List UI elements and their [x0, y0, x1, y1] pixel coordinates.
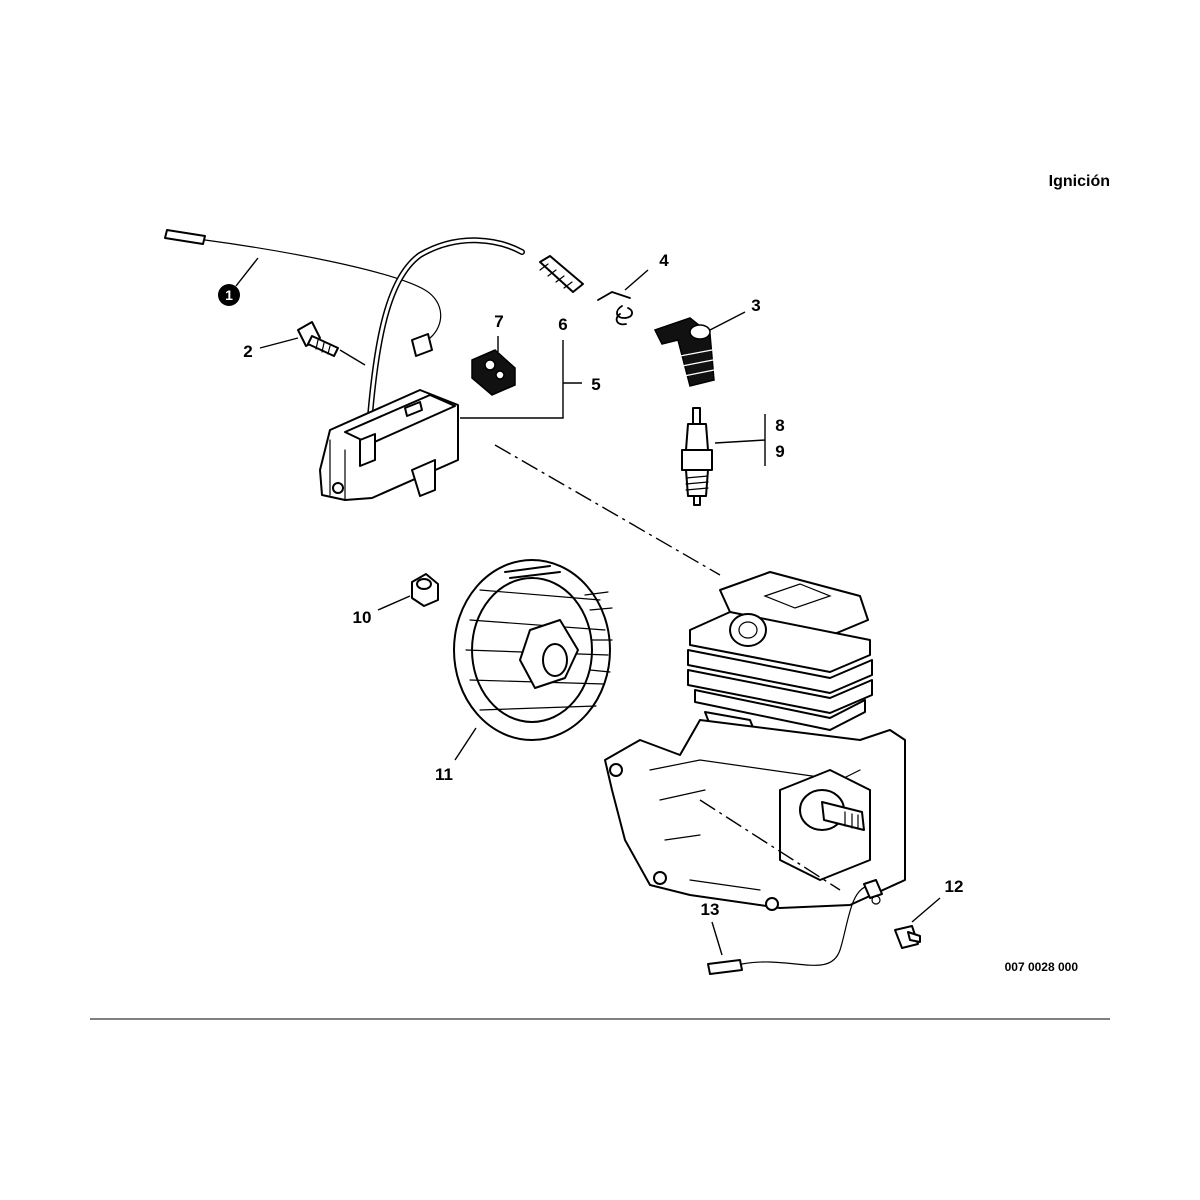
- diagram-code: 007 0028 000: [1005, 960, 1079, 974]
- leader-8-9: [714, 414, 766, 466]
- screw-part-2: [297, 321, 339, 357]
- sleeve-part-6: [539, 255, 584, 293]
- svg-text:1: 1: [225, 287, 233, 303]
- engine-block: [604, 571, 906, 911]
- callout-5: 5: [591, 375, 600, 394]
- callout-10: 10: [353, 608, 372, 627]
- wire-part-13: [707, 879, 883, 975]
- spring-part-4: [597, 291, 633, 326]
- section-title: Ignición: [1049, 173, 1110, 190]
- grommet-part-7: [471, 349, 516, 396]
- leader-1: [235, 257, 259, 287]
- leader-12: [911, 897, 941, 923]
- callout-7: 7: [494, 312, 503, 331]
- nut-part-10: [411, 573, 439, 607]
- leader-11: [454, 727, 477, 761]
- callout-1: 1: [218, 284, 240, 306]
- ignition-coil: [319, 237, 525, 501]
- callout-4: 4: [659, 251, 669, 270]
- alignment-line-wire: [699, 799, 841, 891]
- leader-2b: [339, 349, 366, 366]
- leader-4: [624, 269, 649, 291]
- callout-6: 6: [558, 315, 567, 334]
- leader-10: [377, 595, 411, 611]
- callout-3: 3: [751, 296, 760, 315]
- callout-11: 11: [435, 765, 453, 784]
- screw-part-12: [894, 925, 921, 949]
- callout-2: 2: [243, 342, 252, 361]
- leader-3: [709, 311, 746, 331]
- leader-13: [711, 921, 723, 956]
- flywheel-part-11: [453, 559, 613, 741]
- callout-12: 12: [945, 877, 964, 896]
- callout-9: 9: [775, 442, 784, 461]
- callout-8: 8: [775, 416, 784, 435]
- leader-5-6: [460, 340, 582, 419]
- leader-2: [259, 337, 299, 349]
- callout-13: 13: [701, 900, 720, 919]
- alignment-line-coil: [494, 444, 721, 576]
- spark-plug-boot-part-3: [653, 317, 715, 387]
- ground-wire: [164, 229, 442, 357]
- spark-plug-part-8-9: [681, 407, 713, 506]
